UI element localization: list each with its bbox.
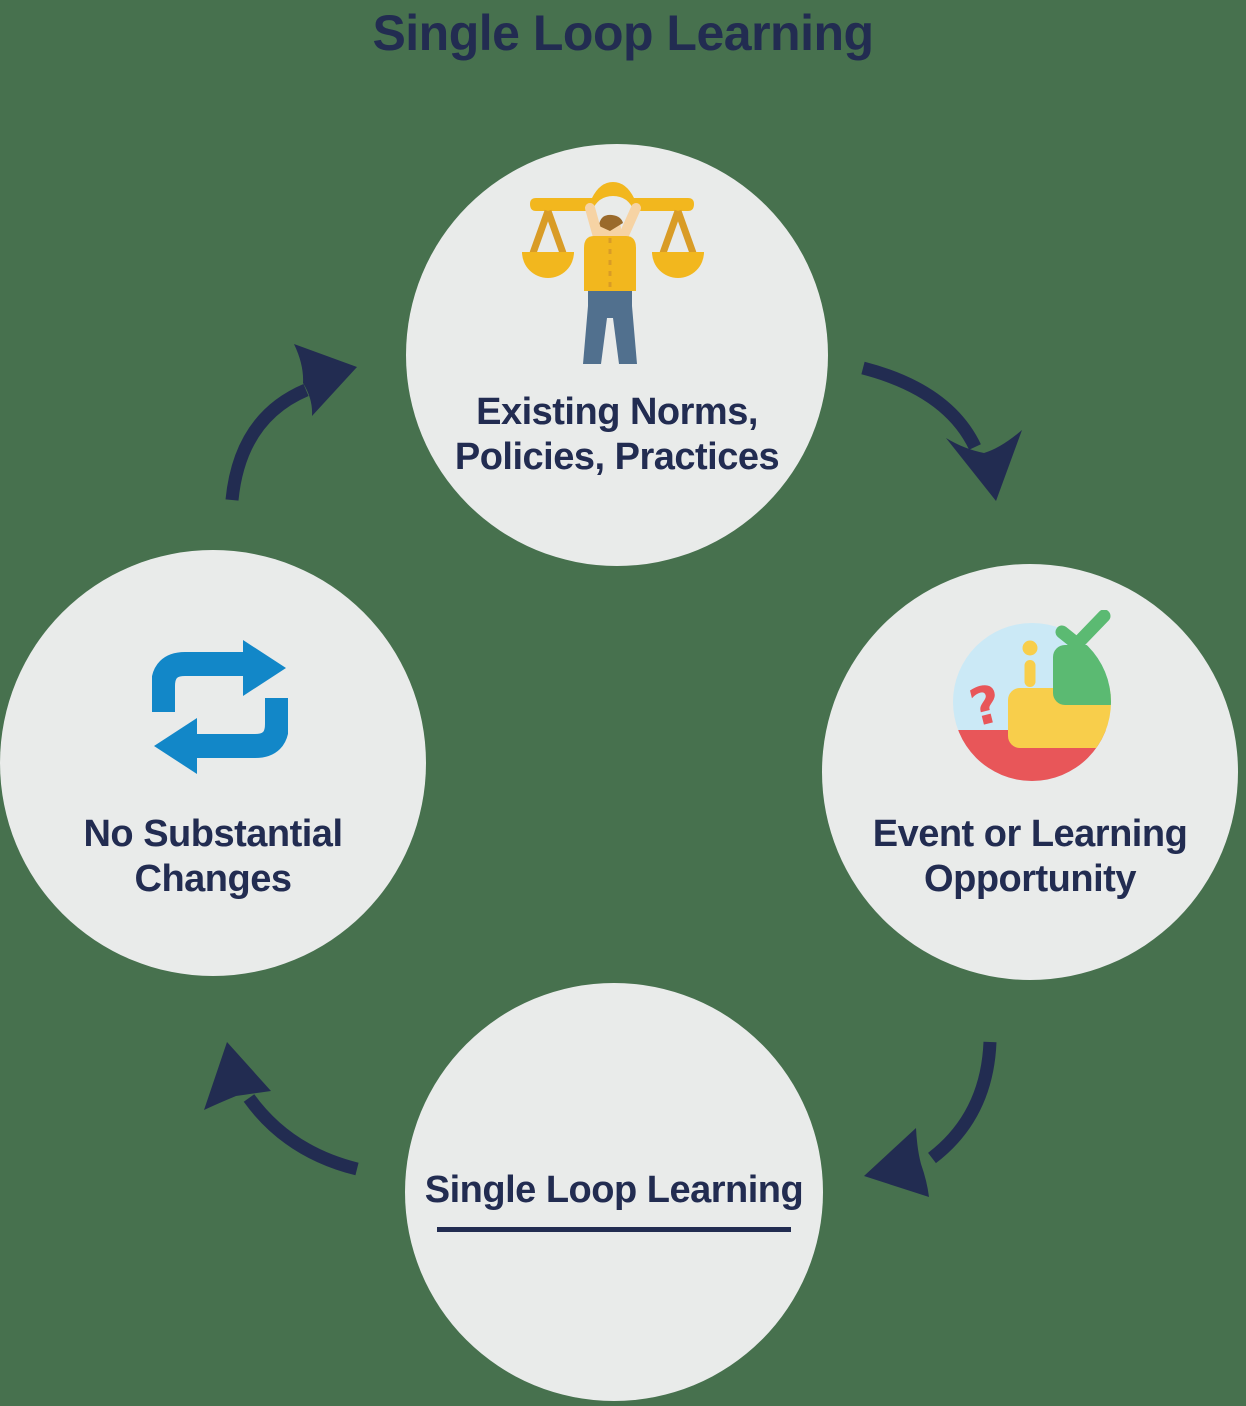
node-label-line: Opportunity: [924, 857, 1136, 900]
node-label-line: Policies, Practices: [454, 435, 780, 478]
node-label-line: Event or Learning: [872, 813, 1188, 855]
arrow-top-to-right-icon: [861, 361, 1022, 501]
node-circle-single-loop: [405, 983, 823, 1401]
node-label-line: Existing Norms,: [476, 391, 758, 433]
label-underline: [437, 1226, 791, 1232]
diagram-title: Single Loop Learning: [372, 5, 874, 61]
node-label-line: No Substantial: [83, 813, 343, 855]
node-label-line: Changes: [134, 857, 292, 900]
balance-scale-person-icon: [522, 182, 704, 364]
arrow-left-to-top-icon: [225, 344, 357, 501]
node-label-single-loop: Single Loop Learning: [404, 1168, 824, 1232]
learning-levels-icon: ?: [953, 610, 1111, 781]
arrow-bottom-to-left-icon: [204, 1042, 359, 1176]
arrow-right-to-bottom-icon: [864, 1041, 997, 1197]
node-label-existing-norms: Existing Norms, Policies, Practices: [407, 390, 827, 480]
node-circle-existing-norms: [406, 144, 828, 566]
node-circle-no-changes: [0, 550, 426, 976]
node-label-event-learning: Event or Learning Opportunity: [820, 812, 1240, 902]
node-label-no-changes: No Substantial Changes: [3, 812, 423, 902]
node-label-line: Single Loop Learning: [424, 1169, 804, 1211]
repeat-arrows-icon: [152, 640, 288, 774]
